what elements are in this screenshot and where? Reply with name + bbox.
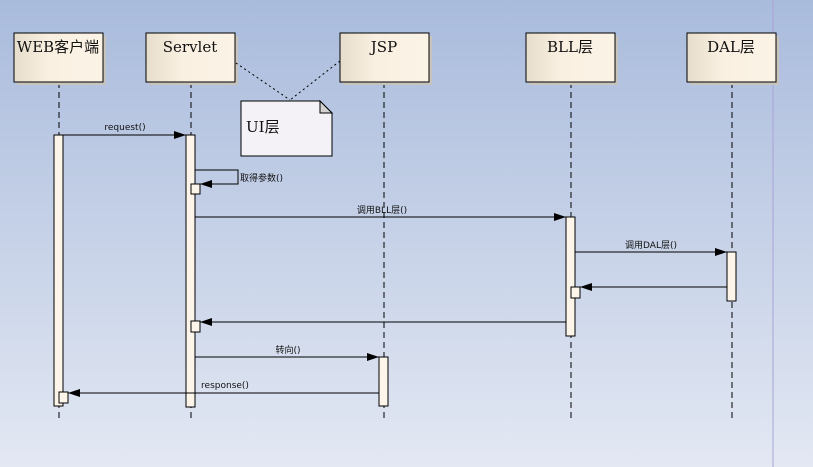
activation-servlet	[185, 134, 196, 408]
participant-label: DAL层	[707, 38, 755, 56]
message-label: request()	[104, 123, 145, 133]
message-get-params-arrow[interactable]	[195, 169, 239, 188]
message-label: response()	[201, 381, 249, 391]
participant-label: JSP	[369, 38, 397, 56]
activation-jsp	[378, 356, 389, 407]
participant-web[interactable]: WEB客户端	[13, 32, 106, 85]
message-label: 取得参数()	[240, 172, 283, 184]
activation-servlet-return	[190, 320, 201, 333]
participant-jsp[interactable]: JSP	[339, 32, 432, 85]
activation-dal	[726, 251, 737, 302]
note-connector	[289, 60, 341, 101]
participant-dal[interactable]: DAL层	[686, 32, 779, 85]
activation-bll	[565, 216, 576, 337]
activation-web-return	[58, 391, 69, 404]
participant-label: WEB客户端	[17, 38, 99, 56]
message-label: 调用BLL层()	[357, 205, 407, 216]
message-label: 转向()	[275, 344, 300, 356]
note-ui-layer[interactable]: UI层	[240, 99, 334, 157]
activation-web	[53, 134, 64, 407]
note-text: UI层	[246, 118, 280, 136]
participant-label: Servlet	[163, 38, 218, 56]
activation-servlet-self	[190, 183, 201, 195]
note-connector	[235, 62, 291, 101]
participant-bll[interactable]: BLL层	[525, 32, 618, 85]
participant-label: BLL层	[547, 38, 593, 56]
message-label: 调用DAL层()	[625, 240, 677, 251]
activation-bll-return	[570, 286, 581, 299]
participant-servlet[interactable]: Servlet	[145, 32, 238, 85]
